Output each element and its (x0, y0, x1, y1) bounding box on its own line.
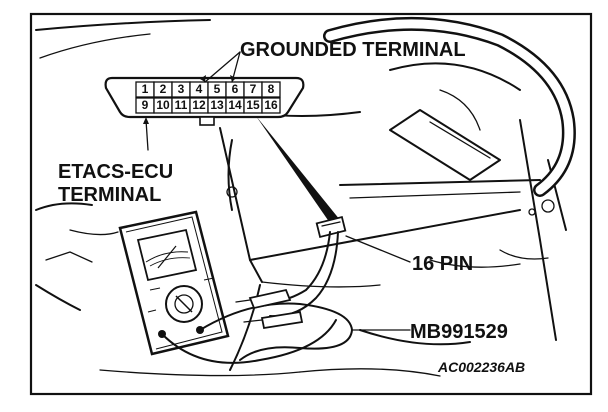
steering-wheel (323, 16, 576, 197)
pin-cell (261, 97, 281, 114)
dashboard-line-art (35, 19, 567, 377)
pin-number: 16 (264, 98, 278, 112)
sixteen-pin-label: 16 PIN (412, 253, 473, 275)
pin-number: 11 (175, 98, 188, 112)
etacs-terminal-label: TERMINAL (58, 184, 161, 206)
grounded-terminal-label: GROUNDED TERMINAL (240, 39, 466, 61)
pin-number: 1 (142, 82, 149, 96)
grounded-terminal-leaders (200, 51, 241, 83)
location-pointer (256, 116, 340, 226)
figure-border (29, 12, 593, 396)
pin-number: 13 (210, 98, 224, 112)
pin-number: 3 (178, 82, 185, 96)
figure-code-label: AC002236AB (437, 359, 525, 375)
screw-icon (226, 186, 238, 198)
pin-number: 6 (232, 82, 239, 96)
probe-clip-icon (248, 288, 292, 310)
etacs-ecu-label: ETACS-ECU (58, 161, 173, 183)
pin-number: 7 (250, 82, 257, 96)
etacs-leader (145, 119, 149, 151)
pin-number: 12 (192, 98, 206, 112)
meter-display (136, 228, 198, 282)
pin-number: 8 (268, 82, 275, 96)
bolt-icon (541, 199, 555, 213)
pin-cell (261, 81, 281, 98)
probe-clip-icon (260, 310, 304, 330)
pin-number: 4 (196, 82, 203, 96)
pin-number: 10 (156, 98, 170, 112)
tool-number-label: MB991529 (410, 321, 508, 343)
pin-number: 9 (142, 98, 149, 112)
dash-socket (315, 215, 347, 239)
pin-number: 5 (214, 82, 221, 96)
multimeter (118, 210, 230, 356)
pin-number: 2 (160, 82, 167, 96)
pin-number: 14 (228, 98, 242, 112)
sixteen-pin-leader (345, 235, 411, 263)
connector-bottom-row: 9 10 11 12 13 14 15 16 (135, 97, 281, 114)
pin-number: 15 (246, 98, 260, 112)
